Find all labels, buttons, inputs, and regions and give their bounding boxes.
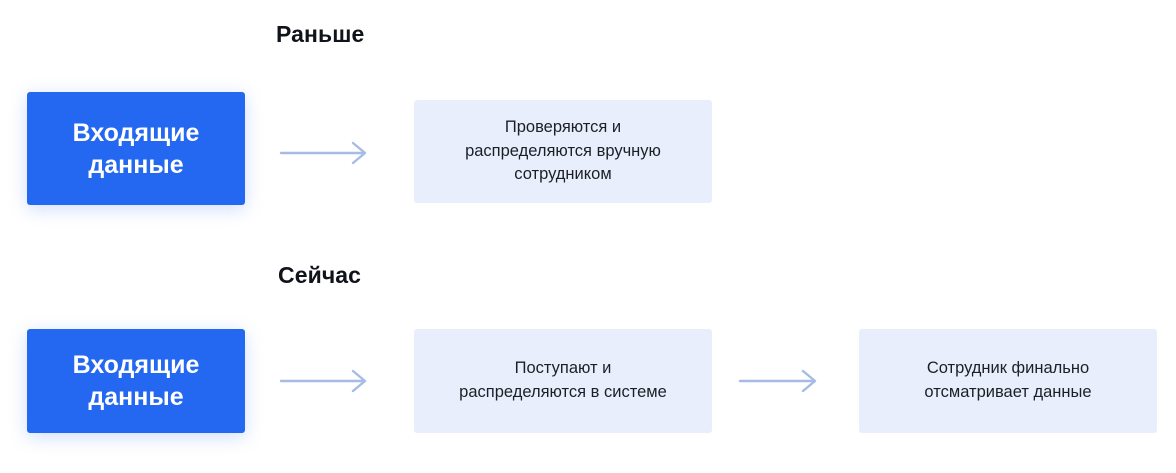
node-label-line1: Входящие — [72, 118, 200, 147]
node-label-line2: распределяются вручную — [465, 141, 661, 160]
node-label: Поступают и распределяются в системе — [459, 357, 667, 405]
arrow-right-icon — [279, 369, 367, 393]
node-label: Сотрудник финально отсматривает данные — [924, 357, 1091, 405]
node-final-review: Сотрудник финально отсматривает данные — [859, 329, 1157, 433]
node-label-line3: сотрудником — [514, 165, 612, 184]
node-label-line1: Входящие — [72, 351, 200, 379]
node-incoming-data-now: Входящие данные — [27, 329, 245, 433]
node-label: Проверяются и распределяются вручную сот… — [465, 116, 661, 188]
node-label-line1: Поступают и — [514, 359, 612, 378]
node-label-line2: распределяются в системе — [459, 383, 667, 401]
node-label-line1: Проверяются и — [504, 117, 622, 136]
node-label-line2: отсматривает данные — [924, 383, 1092, 401]
node-label-line2: данные — [88, 383, 184, 411]
node-label: Входящие данные — [73, 117, 200, 181]
arrow-right-icon — [738, 369, 817, 393]
node-label: Входящие данные — [73, 349, 200, 413]
node-label-line1: Сотрудник финально — [926, 359, 1090, 378]
section-heading-now: Сейчас — [278, 262, 362, 288]
arrow-right-icon — [279, 141, 367, 165]
node-label-line2: данные — [88, 150, 184, 179]
node-incoming-data-before: Входящие данные — [27, 92, 245, 205]
node-system-processing: Поступают и распределяются в системе — [414, 329, 712, 433]
section-heading-before: Раньше — [276, 21, 365, 47]
node-manual-processing: Проверяются и распределяются вручную сот… — [414, 100, 712, 203]
